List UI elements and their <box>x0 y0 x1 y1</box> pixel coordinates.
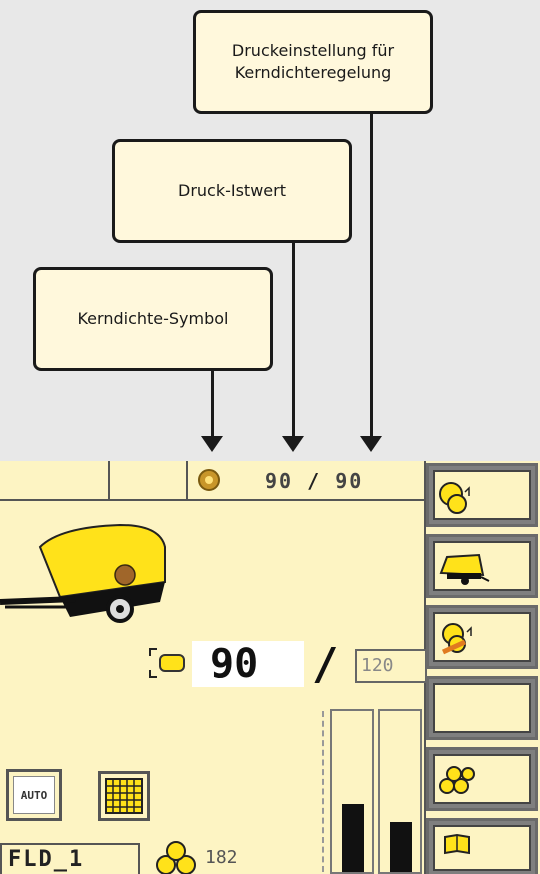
header-pressure-actual: 90 <box>265 469 294 493</box>
arrow-pressure-setting <box>370 114 373 436</box>
baler-icon <box>0 523 166 623</box>
side-button-empty[interactable] <box>426 676 538 740</box>
header-separator: / <box>307 469 322 493</box>
header-bar <box>0 461 424 501</box>
baler-small-icon <box>439 553 490 585</box>
side-button-bale-counter[interactable] <box>426 747 538 811</box>
auto-button[interactable]: AUTO <box>6 769 62 821</box>
field-label: FLD_1 <box>8 847 85 872</box>
callout-pressure-setting: Druckeinstellung für Kerndichteregelung <box>193 10 433 114</box>
arrow-pressure-actual-head <box>282 436 304 452</box>
callout-pressure-setting-text: Druckeinstellung für Kerndichteregelung <box>231 41 395 82</box>
arrow-core-density-symbol <box>211 371 214 436</box>
callout-pressure-actual-text: Druck-Istwert <box>178 181 286 201</box>
bale-stack-icon <box>156 841 196 874</box>
core-pressure-value-box: 90 <box>192 641 304 687</box>
bale-count: 182 <box>205 847 238 868</box>
header-pressure-readout: 90 / 90 <box>265 469 363 493</box>
callout-core-density-symbol-text: Kerndichte-Symbol <box>77 309 229 329</box>
bale-density-icon <box>439 482 470 514</box>
bale-pile-icon <box>439 766 475 794</box>
auto-label: AUTO <box>20 788 48 802</box>
grid-icon <box>105 778 143 814</box>
side-button-book[interactable] <box>426 818 538 874</box>
arrow-pressure-actual <box>292 243 295 436</box>
pressure-bar-left <box>322 709 374 874</box>
core-density-small-icon <box>147 648 187 678</box>
side-button-bale-adjust[interactable] <box>426 605 538 669</box>
callout-core-density-symbol: Kerndichte-Symbol <box>33 267 273 371</box>
core-pressure-separator: / <box>312 639 339 690</box>
callout-pressure-actual: Druck-Istwert <box>112 139 352 243</box>
core-pressure-value: 90 <box>210 641 259 687</box>
terminal-screen: 90 / 90 90 / 120 AUTO <box>0 461 540 874</box>
bale-adjust-icon <box>441 623 472 655</box>
book-icon <box>444 833 470 855</box>
arrow-pressure-setting-head <box>360 436 382 452</box>
header-pressure-setting: 90 <box>335 469 364 493</box>
core-density-icon <box>198 469 220 491</box>
side-button-core-density[interactable] <box>426 463 538 527</box>
header-divider-1 <box>108 461 110 499</box>
max-value: 120 <box>361 655 394 676</box>
header-divider-2 <box>186 461 188 499</box>
arrow-core-density-symbol-head <box>201 436 223 452</box>
net-wrap-button[interactable] <box>98 771 150 821</box>
field-label-box: FLD_1 <box>0 843 140 874</box>
pressure-bar-right <box>378 709 422 874</box>
max-value-box: 120 <box>355 649 427 683</box>
side-button-baler[interactable] <box>426 534 538 598</box>
